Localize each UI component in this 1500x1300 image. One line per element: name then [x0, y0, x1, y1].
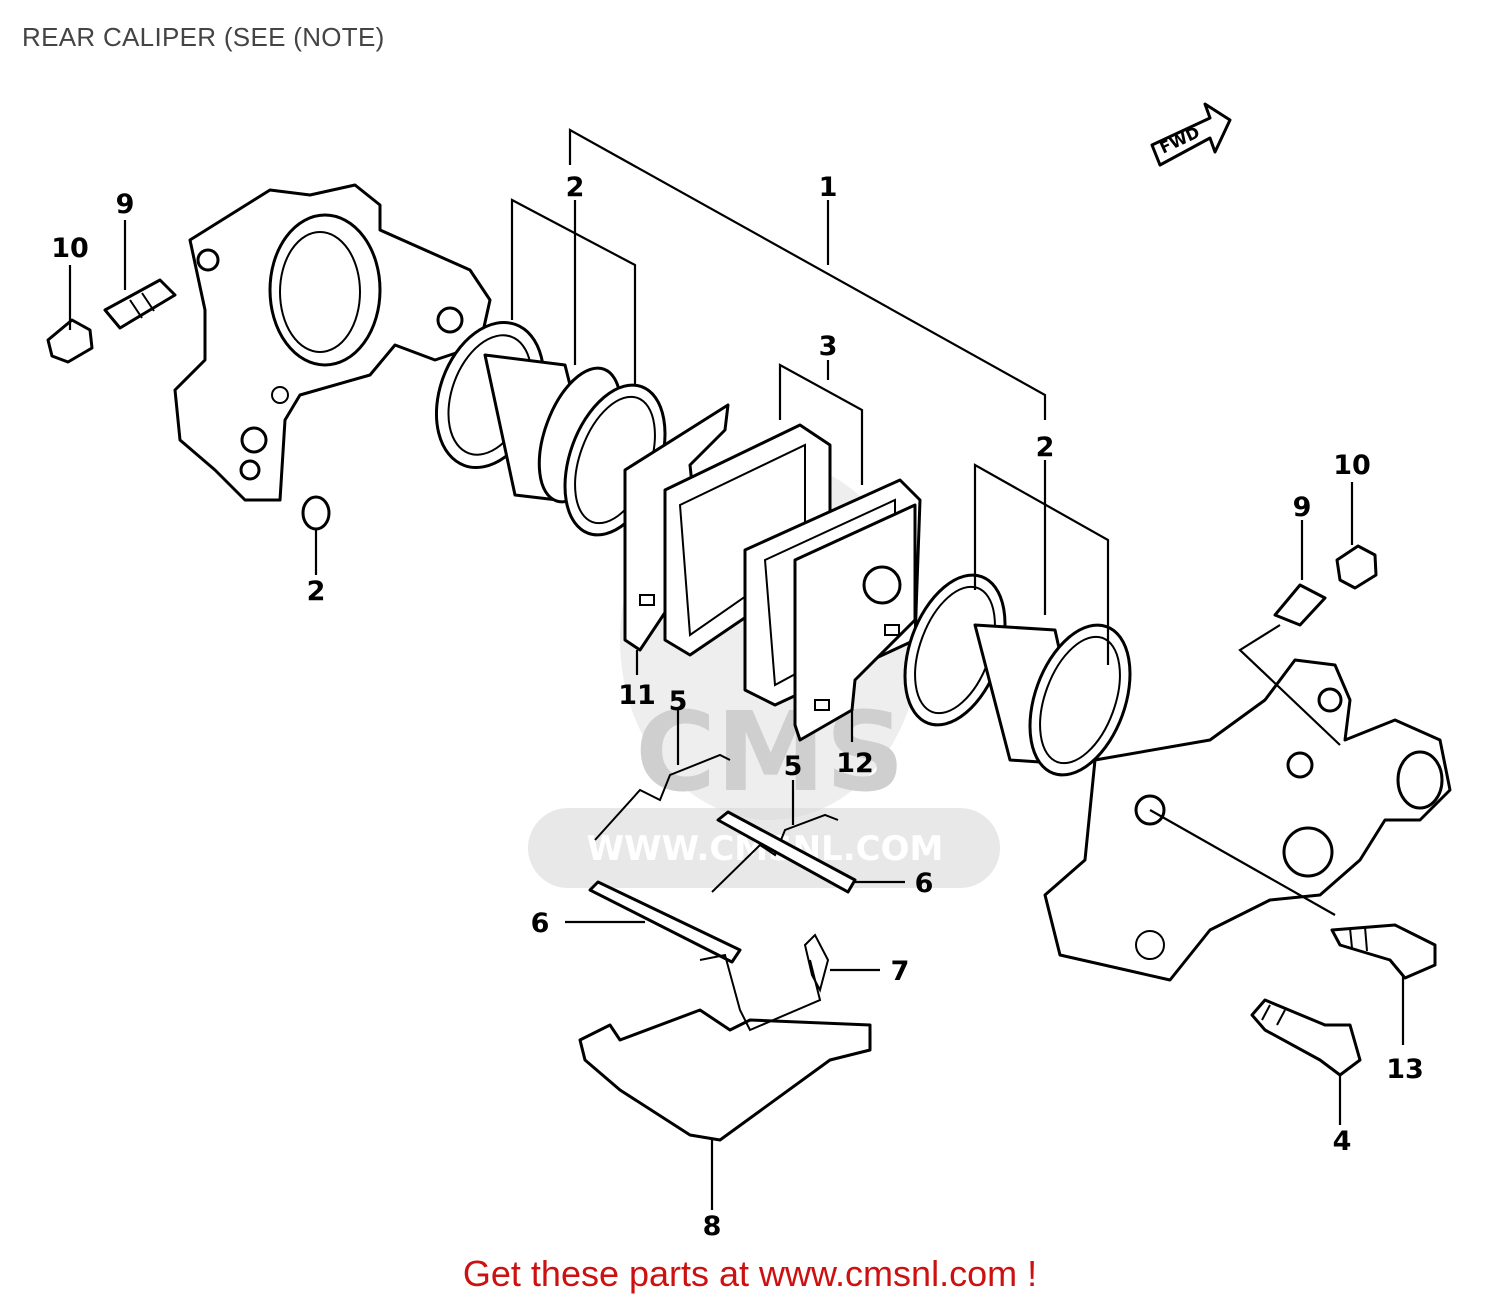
callout-5: 5 — [784, 751, 803, 782]
pad-spring-upper — [594, 753, 731, 841]
callout-3: 3 — [819, 331, 838, 362]
piston-seal-set-right — [903, 573, 1132, 777]
pad-pin-lower — [588, 880, 742, 964]
callout-6: 6 — [915, 868, 934, 899]
pad-pin-upper — [716, 810, 857, 894]
callout-9: 9 — [116, 189, 135, 220]
pad-shim-outer — [793, 503, 917, 742]
callout-5: 5 — [669, 686, 688, 717]
callout-11: 11 — [618, 680, 656, 711]
callout-9: 9 — [1293, 492, 1312, 523]
bleeder-screw-right — [1273, 583, 1327, 627]
callout-13: 13 — [1386, 1054, 1424, 1085]
bleeder-cap-left — [46, 318, 94, 364]
callout-10: 10 — [1333, 450, 1371, 481]
callout-2: 2 — [566, 172, 585, 203]
leader-lines — [68, 128, 1405, 1210]
caliper-body-right — [1043, 658, 1452, 982]
caliper-body-left — [173, 183, 492, 502]
footer-promo-link[interactable]: Get these parts at www.cmsnl.com ! — [462, 1253, 1038, 1294]
page-title: REAR CALIPER (SEE (NOTE) — [22, 22, 385, 52]
caliper-mounting-bolt — [1250, 998, 1362, 1077]
callout-4: 4 — [1333, 1126, 1352, 1157]
callout-7: 7 — [891, 956, 910, 987]
callout-12: 12 — [836, 748, 874, 779]
callout-2: 2 — [1036, 432, 1055, 463]
watermark-logo-text: CMS — [635, 688, 904, 816]
callout-6: 6 — [531, 908, 550, 939]
bleeder-screw-left — [103, 278, 177, 330]
callout-2: 2 — [307, 576, 326, 607]
callout-10: 10 — [51, 233, 89, 264]
caliper-bolt — [1330, 923, 1437, 980]
callout-1: 1 — [819, 172, 838, 203]
seal-washer-left — [301, 495, 331, 531]
fwd-arrow-icon: FWD — [1150, 102, 1232, 167]
callout-labels: 1 2 2 2 3 4 5 5 6 6 7 8 9 9 10 10 11 12 … — [51, 172, 1424, 1242]
callout-8: 8 — [703, 1211, 722, 1242]
pin-clip — [803, 933, 830, 993]
caliper-cover — [578, 953, 872, 1142]
bleeder-cap-right — [1335, 544, 1378, 590]
